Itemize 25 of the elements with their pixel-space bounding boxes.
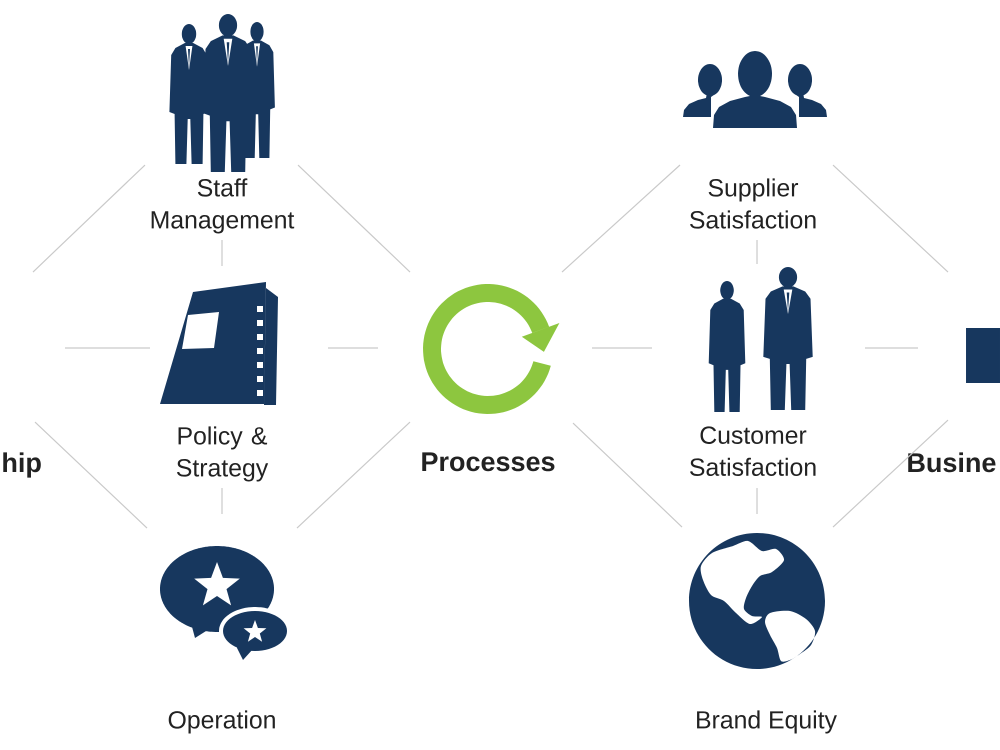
connector-line: [572, 422, 682, 528]
label: Processes: [422, 452, 554, 472]
connector-line: [221, 240, 223, 266]
connector-line: [756, 240, 758, 264]
label: Policy & Strategy: [176, 426, 268, 482]
connector-line: [298, 164, 410, 272]
connector-line: [832, 164, 948, 272]
connector-line: [221, 488, 223, 514]
label: Busine: [908, 452, 996, 472]
connector-line: [562, 164, 680, 272]
connector-line: [865, 347, 918, 349]
label: Brand Equity: [697, 710, 837, 734]
label: hip: [3, 452, 41, 478]
label: Operation: [168, 710, 275, 734]
connector-line: [65, 347, 150, 349]
connector-line: [296, 422, 410, 528]
connector-line: [328, 347, 378, 349]
label: Customer Satisfaction: [690, 426, 816, 476]
label: Supplier Satisfaction: [690, 178, 816, 229]
connector-line: [34, 422, 148, 528]
connector-line: [32, 164, 146, 272]
connector-line: [832, 420, 948, 528]
connector-line: [756, 488, 758, 514]
connector-line: [592, 347, 652, 349]
label: Staff Management: [152, 178, 294, 234]
